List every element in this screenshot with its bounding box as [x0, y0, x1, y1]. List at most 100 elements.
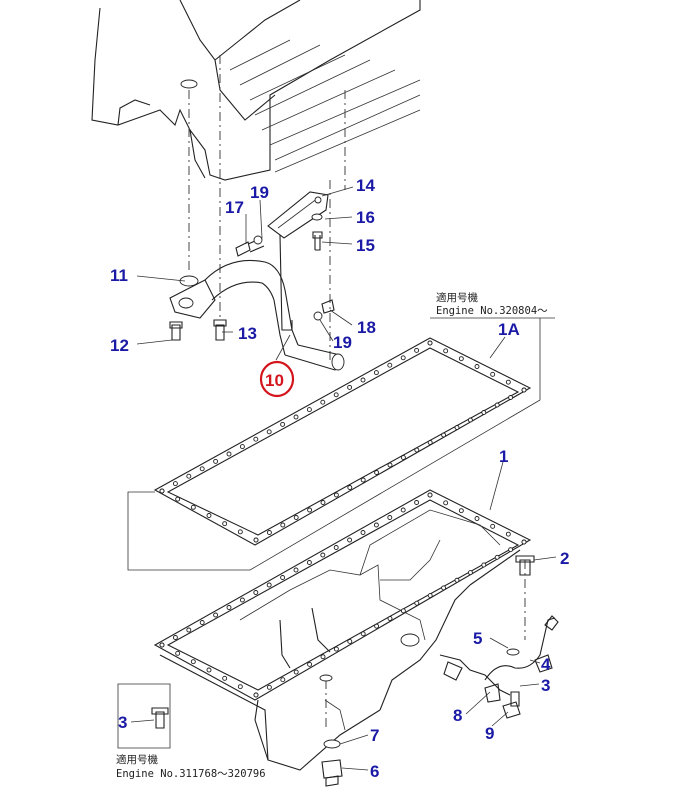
bolt-hole — [443, 348, 449, 354]
callout-4: 4 — [541, 655, 551, 674]
suction-pipe — [169, 259, 345, 371]
bolt-hole — [414, 500, 420, 505]
bolt-hole — [481, 410, 487, 415]
bolt-hole — [505, 531, 511, 537]
bolt-hole — [414, 347, 420, 353]
engine-block — [91, 0, 421, 181]
bolt-hole — [253, 436, 259, 442]
bolt-hole — [190, 504, 196, 510]
pipe-fasteners — [169, 213, 335, 341]
callout-3-right: 3 — [541, 676, 550, 695]
bolt-hole — [521, 539, 527, 545]
bolt-hole — [172, 481, 178, 487]
oil-pan-bolt-holes — [159, 492, 527, 698]
bolt-hole — [387, 515, 393, 520]
bolt-hole — [266, 429, 272, 435]
leader-lines — [130, 186, 557, 771]
callout-5: 5 — [473, 629, 482, 648]
callout-7: 7 — [370, 726, 379, 745]
bolt-hole — [186, 473, 192, 479]
callout-1a: 1A — [498, 320, 520, 339]
bolt-hole — [266, 684, 272, 690]
bolt-hole — [186, 627, 192, 633]
bolt-hole — [159, 488, 165, 494]
bolt-hole — [400, 355, 406, 361]
bolt-hole — [373, 370, 379, 376]
bolt-engine-number: Engine No.311768～320796 — [116, 768, 266, 780]
bolt-hole — [222, 675, 228, 681]
bolt-hole — [347, 384, 353, 390]
bolt-hole — [253, 590, 259, 595]
bolt-hole — [222, 521, 228, 527]
bolt-hole — [458, 356, 464, 362]
callout-2: 2 — [560, 549, 569, 568]
callout-15: 15 — [356, 236, 375, 255]
bolt-hole — [333, 646, 339, 652]
bolt-hole — [508, 547, 514, 553]
gasket-note-frame — [127, 317, 555, 571]
bolt-hole — [175, 496, 181, 502]
bolt-hole — [441, 585, 447, 591]
drain-plug — [321, 739, 343, 787]
applicability-notes: 適用号機 Engine No.320804～ 適用号機 Engine No.31… — [116, 291, 548, 780]
callout-3-left: 3 — [118, 713, 127, 732]
part-callouts: 14 16 15 17 19 11 12 13 18 19 10 1A 1 2 … — [110, 176, 569, 781]
callout-14: 14 — [356, 176, 375, 195]
bolt-hole — [427, 340, 433, 346]
bolt-hole — [360, 631, 366, 637]
assembly-center-lines — [188, 55, 526, 730]
bolt-hole — [373, 522, 379, 528]
bolt-hole — [237, 529, 243, 535]
bolt-hole — [427, 440, 433, 445]
bolt-hole — [159, 642, 165, 648]
bolt-hole — [293, 669, 299, 675]
callout-12: 12 — [110, 336, 129, 355]
bolt-hole — [333, 392, 339, 398]
bolt-hole — [206, 513, 212, 518]
bolt-hole — [387, 462, 393, 468]
bolt-hole — [307, 661, 313, 667]
callout-9: 9 — [485, 724, 494, 743]
callout-18: 18 — [357, 318, 376, 337]
bolt-hole — [360, 377, 366, 383]
bracket — [267, 191, 329, 331]
gasket-applicable-label: 適用号機 — [436, 291, 478, 304]
callout-19-lower: 19 — [333, 333, 352, 352]
bolt-hole — [490, 371, 496, 377]
bolt-hole — [213, 458, 219, 464]
bolt-hole — [458, 508, 464, 514]
bolt-hole — [307, 507, 313, 513]
bolt-hole — [239, 444, 245, 450]
bolt-hole — [347, 639, 353, 644]
bolt-hole — [190, 659, 196, 665]
bolt-hole — [239, 597, 245, 603]
bolt-hole — [467, 417, 473, 423]
bolt-hole — [414, 447, 420, 453]
bolt-hole — [387, 362, 393, 368]
bolt-hole — [360, 530, 366, 535]
bolt-hole — [494, 402, 500, 408]
bolt-hole — [320, 552, 326, 558]
bolt-hole — [266, 530, 272, 535]
callout-16: 16 — [356, 208, 375, 227]
gasket-bolt-holes — [159, 340, 527, 543]
callout-10: 10 — [265, 371, 284, 390]
bolt-hole — [320, 399, 326, 405]
bolt-hole — [467, 570, 473, 576]
bolt-hole — [280, 421, 286, 427]
bolt-hole — [494, 554, 500, 560]
bolt-hole — [306, 407, 312, 413]
callout-6: 6 — [370, 762, 379, 781]
bolt-hole — [226, 451, 232, 457]
bolt-hole — [199, 620, 205, 625]
bolt-hole — [508, 395, 514, 400]
bolt-hole — [293, 515, 299, 520]
bolt-hole — [280, 575, 286, 580]
bolt-hole — [481, 562, 487, 568]
bolt-hole — [333, 492, 339, 498]
bolt-hole — [280, 677, 286, 683]
oil-pan-gasket — [153, 337, 532, 546]
callout-19-upper: 19 — [250, 183, 269, 202]
bolt-hole — [474, 516, 480, 521]
bolt-hole — [206, 667, 212, 673]
